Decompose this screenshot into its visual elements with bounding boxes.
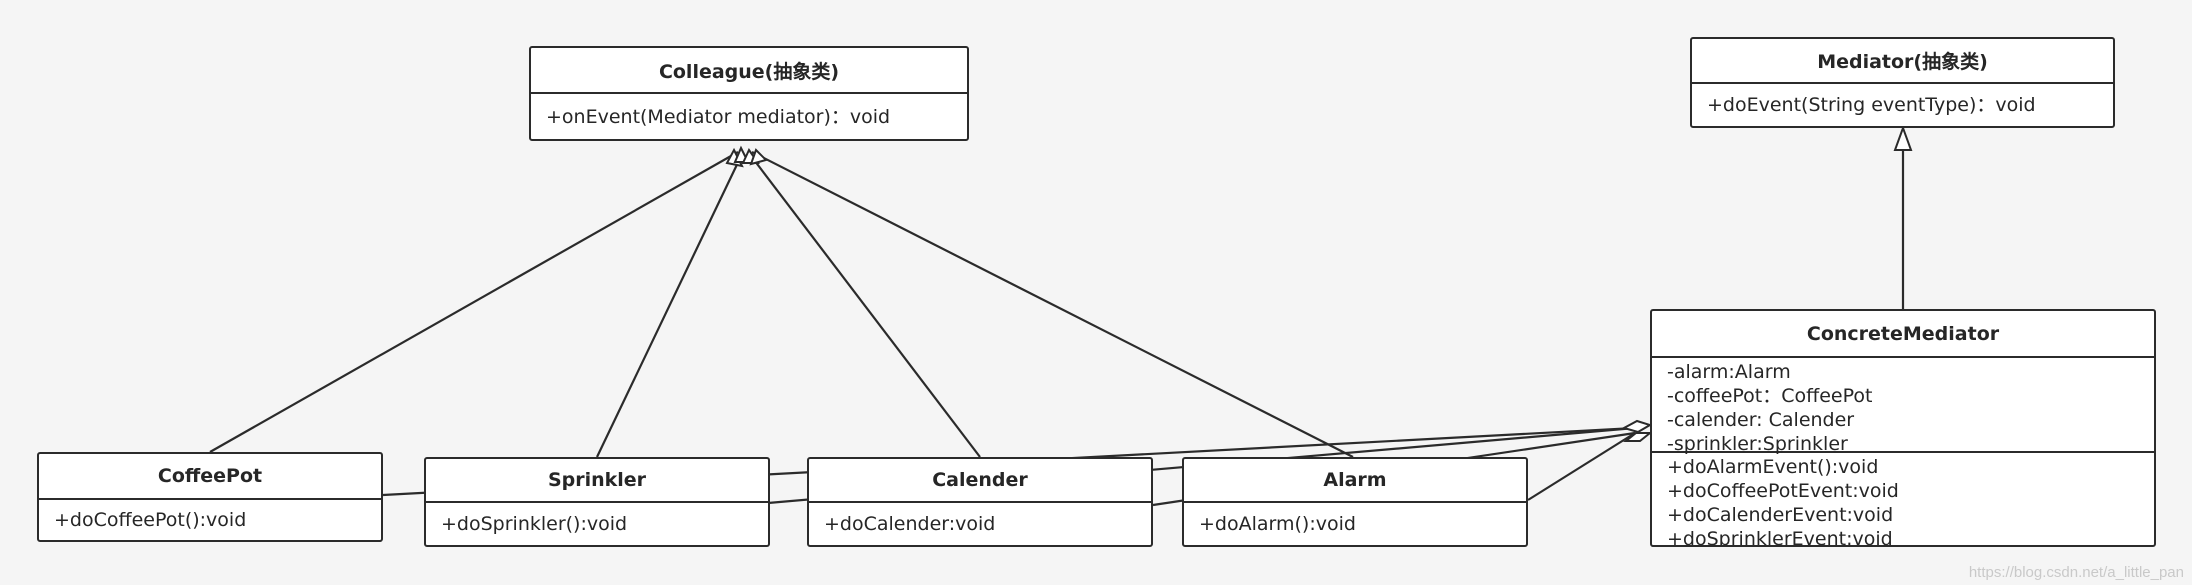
- class-mediator-title: Mediator(抽象类): [1692, 39, 2113, 84]
- class-calender-title: Calender: [809, 459, 1151, 503]
- class-calender-method: +doCalender:void: [824, 513, 996, 535]
- class-concretemediator[interactable]: ConcreteMediator -alarm:Alarm -coffeePot…: [1650, 309, 2156, 547]
- class-sprinkler-method: +doSprinkler():void: [441, 513, 628, 535]
- method-docoffeepotevent: +doCoffeePotEvent:void: [1667, 480, 1899, 502]
- class-sprinkler[interactable]: Sprinkler +doSprinkler():void: [424, 457, 770, 547]
- attribute-coffeepot: -coffeePot：CoffeePot: [1667, 385, 1873, 407]
- aggregation-line-alarm: [1527, 432, 1636, 501]
- class-coffeepot-title: CoffeePot: [39, 454, 381, 500]
- attribute-sprinkler: -sprinkler:Sprinkler: [1667, 433, 1848, 455]
- class-mediator[interactable]: Mediator(抽象类) +doEvent(String eventType)…: [1690, 37, 2115, 128]
- attribute-alarm: -alarm:Alarm: [1667, 361, 1791, 383]
- inheritance-line-sprinkler: [596, 151, 744, 458]
- class-calender[interactable]: Calender +doCalender:void: [807, 457, 1153, 547]
- class-coffeepot[interactable]: CoffeePot +doCoffeePot():void: [37, 452, 383, 542]
- inheritance-line-calender: [747, 151, 981, 458]
- generalization-arrowhead-icon: [1893, 125, 1913, 151]
- class-colleague-title: Colleague(抽象类): [531, 48, 967, 94]
- class-mediator-method: +doEvent(String eventType)：void: [1707, 94, 2036, 116]
- class-concretemediator-methods: +doAlarmEvent():void +doCoffeePotEvent:v…: [1652, 453, 2154, 545]
- class-colleague-method: +onEvent(Mediator mediator)：void: [546, 105, 891, 128]
- method-docalenderevent: +doCalenderEvent:void: [1667, 504, 1894, 526]
- class-alarm-method: +doAlarm():void: [1199, 513, 1356, 535]
- generalization-arrowhead-icon: [749, 148, 768, 166]
- class-concretemediator-title: ConcreteMediator: [1652, 311, 2154, 358]
- aggregation-diamond-icon: [1621, 419, 1653, 434]
- method-doalarmevent: +doAlarmEvent():void: [1667, 456, 1879, 478]
- class-colleague[interactable]: Colleague(抽象类) +onEvent(Mediator mediato…: [529, 46, 969, 141]
- class-coffeepot-method: +doCoffeePot():void: [54, 509, 247, 531]
- class-alarm-title: Alarm: [1184, 459, 1526, 503]
- watermark-text: https://blog.csdn.net/a_little_pan: [1968, 564, 2184, 581]
- method-dosprinklerevent: +doSprinklerEvent:void: [1667, 528, 1893, 547]
- class-alarm[interactable]: Alarm +doAlarm():void: [1182, 457, 1528, 547]
- inheritance-line-coffeepot: [209, 151, 739, 453]
- aggregation-diamond-icon: [1623, 432, 1653, 442]
- inheritance-line-alarm: [751, 151, 1354, 458]
- attribute-calender: -calender: Calender: [1667, 409, 1855, 431]
- class-sprinkler-title: Sprinkler: [426, 459, 768, 503]
- class-concretemediator-attributes: -alarm:Alarm -coffeePot：CoffeePot -calen…: [1652, 358, 2154, 455]
